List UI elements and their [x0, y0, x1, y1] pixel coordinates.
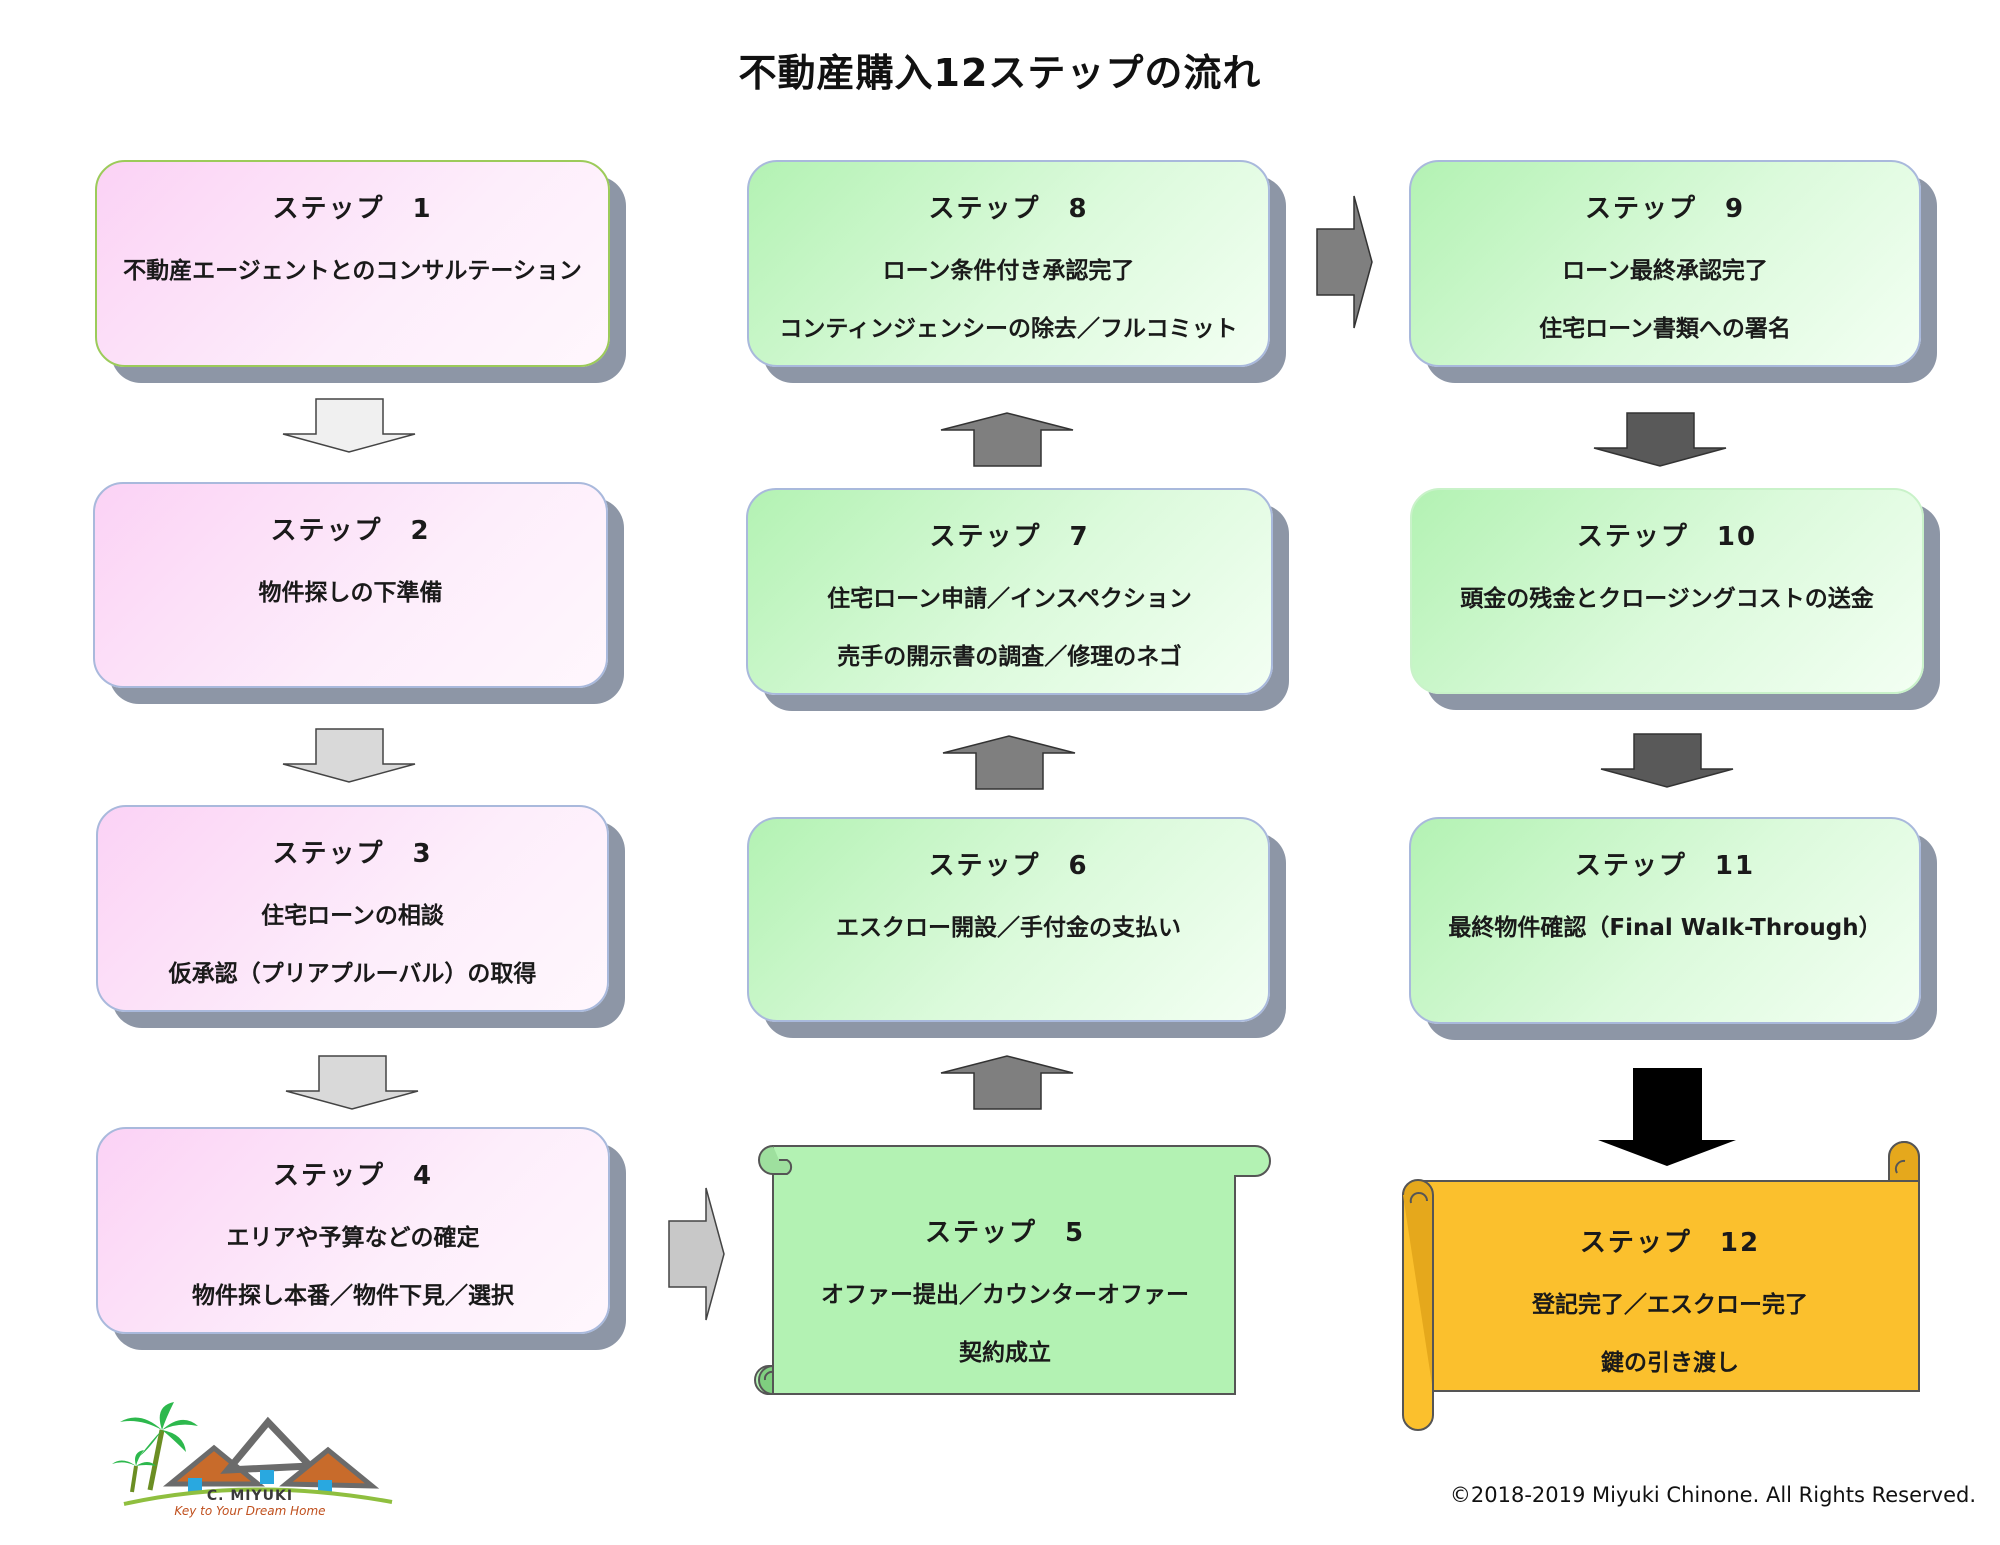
step-8-box: ステップ 8 ローン条件付き承認完了 コンティンジェンシーの除去／フルコミット — [747, 160, 1270, 367]
step-5-line-2: 契約成立 — [959, 1340, 1051, 1366]
step-5-text: ステップ 5 オファー提出／カウンターオファー 契約成立 — [775, 1212, 1235, 1367]
arrow-down-11-12-icon — [1598, 1068, 1736, 1166]
step-5-line-1: オファー提出／カウンターオファー — [821, 1282, 1189, 1308]
step-2-label: ステップ 2 — [270, 516, 431, 546]
step-3-line-2: 仮承認（プリアプルーバル）の取得 — [168, 961, 537, 987]
step-11-line-1: 最終物件確認（Final Walk-Through） — [1448, 915, 1882, 941]
step-1-box: ステップ 1 不動産エージェントとのコンサルテーション — [95, 160, 610, 367]
arrow-down-3-4-icon — [285, 1055, 419, 1110]
arrow-down-10-11-icon — [1600, 733, 1734, 788]
step-7-line-2: 売手の開示書の調査／修理のネゴ — [837, 644, 1182, 670]
logo-tagline: Key to Your Dream Home — [174, 1504, 326, 1518]
step-5-label: ステップ 5 — [924, 1218, 1086, 1248]
step-10-box: ステップ 10 頭金の残金とクロージングコストの送金 — [1410, 488, 1924, 694]
arrow-up-5-6-icon — [940, 1055, 1074, 1110]
step-3-box: ステップ 3 住宅ローンの相談 仮承認（プリアプルーバル）の取得 — [96, 805, 609, 1012]
step-4-label: ステップ 4 — [272, 1161, 434, 1191]
step-12-label: ステップ 12 — [1579, 1228, 1761, 1258]
step-12-line-1: 登記完了／エスクロー完了 — [1532, 1292, 1808, 1318]
step-12-line-2: 鍵の引き渡し — [1601, 1350, 1739, 1376]
logo-name: C. MIYUKI — [206, 1488, 294, 1504]
page-title: 不動産購入12ステップの流れ — [738, 51, 1262, 95]
step-4-line-2: 物件探し本番／物件下見／選択 — [192, 1283, 514, 1309]
arrow-right-4-5-icon — [668, 1187, 725, 1321]
step-7-line-1: 住宅ローン申請／インスペクション — [827, 586, 1192, 612]
step-10-label: ステップ 10 — [1576, 522, 1758, 552]
step-7-box: ステップ 7 住宅ローン申請／インスペクション 売手の開示書の調査／修理のネゴ — [746, 488, 1273, 695]
copyright-text: ©2018-2019 Miyuki Chinone. All Rights Re… — [1449, 1483, 1976, 1507]
arrow-up-6-7-icon — [942, 735, 1076, 790]
step-1-line-1: 不動産エージェントとのコンサルテーション — [123, 258, 582, 284]
step-7-label: ステップ 7 — [929, 522, 1090, 552]
step-12-text: ステップ 12 登記完了／エスクロー完了 鍵の引き渡し — [1435, 1222, 1905, 1377]
step-8-label: ステップ 8 — [928, 194, 1089, 224]
step-5-scroll — [754, 1145, 1271, 1396]
arrow-up-7-8-icon — [940, 412, 1074, 467]
step-9-line-2: 住宅ローン書類への署名 — [1539, 316, 1791, 342]
arrow-down-1-2-icon — [282, 398, 416, 453]
step-1-label: ステップ 1 — [272, 194, 433, 224]
step-6-label: ステップ 6 — [928, 851, 1089, 881]
arrow-down-2-3-icon — [282, 728, 416, 783]
logo-text: C. MIYUKI Key to Your Dream Home — [150, 1488, 350, 1518]
step-8-line-2: コンティンジェンシーの除去／フルコミット — [779, 316, 1238, 342]
step-11-box: ステップ 11 最終物件確認（Final Walk-Through） — [1409, 817, 1921, 1024]
step-6-box: ステップ 6 エスクロー開設／手付金の支払い — [747, 817, 1270, 1022]
step-2-box: ステップ 2 物件探しの下準備 — [93, 482, 608, 688]
arrow-down-9-10-icon — [1593, 412, 1727, 467]
step-3-label: ステップ 3 — [272, 839, 433, 869]
step-2-line-1: 物件探しの下準備 — [258, 580, 443, 606]
step-4-box: ステップ 4 エリアや予算などの確定 物件探し本番／物件下見／選択 — [96, 1127, 610, 1334]
step-8-line-1: ローン条件付き承認完了 — [882, 258, 1135, 284]
step-9-box: ステップ 9 ローン最終承認完了 住宅ローン書類への署名 — [1409, 160, 1921, 367]
arrow-right-8-9-icon — [1316, 195, 1373, 329]
step-4-line-1: エリアや予算などの確定 — [226, 1225, 480, 1251]
step-3-line-1: 住宅ローンの相談 — [261, 903, 444, 929]
step-11-label: ステップ 11 — [1574, 851, 1756, 881]
step-9-label: ステップ 9 — [1584, 194, 1746, 224]
step-10-line-1: 頭金の残金とクロージングコストの送金 — [1460, 586, 1874, 612]
step-9-line-1: ローン最終承認完了 — [1562, 258, 1768, 284]
logo-graphic — [112, 1402, 393, 1506]
step-6-line-1: エスクロー開設／手付金の支払い — [836, 915, 1181, 941]
step-12-scroll — [1402, 1141, 1920, 1431]
